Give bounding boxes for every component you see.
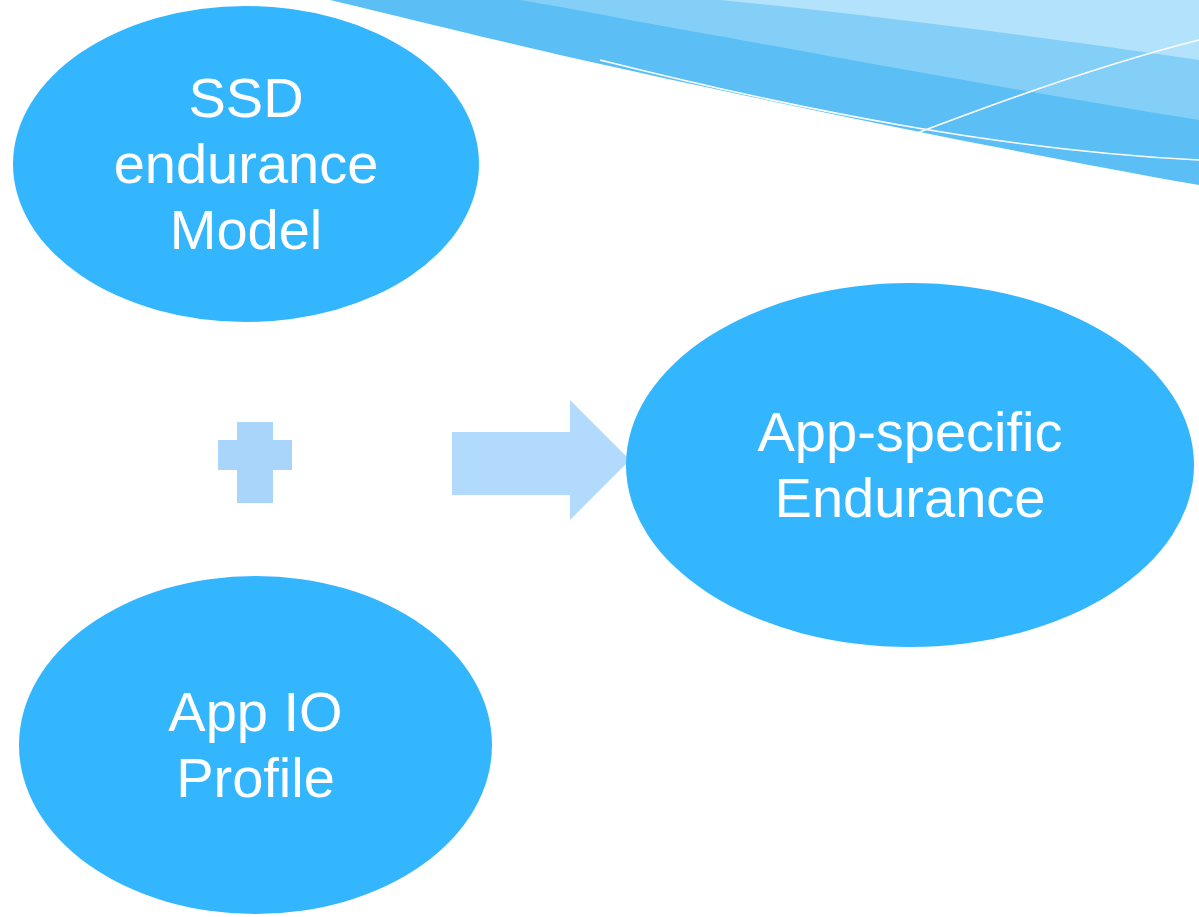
ellipse-shape — [18, 575, 493, 915]
node-label: SSD endurance Model — [86, 65, 406, 263]
plus-sign — [218, 422, 292, 503]
ellipse-fill — [626, 283, 1194, 647]
node-label: App-specific Endurance — [710, 399, 1110, 531]
text-column: App-specific Endurance — [710, 399, 1110, 531]
ellipse-fill — [19, 576, 492, 914]
node-label: App IO Profile — [106, 679, 406, 811]
swoosh-line — [820, 40, 1199, 170]
ellipse-fill — [13, 6, 479, 322]
ellipse-node: SSD endurance Model — [12, 5, 480, 323]
ellipse-node: App-specific Endurance — [625, 282, 1195, 648]
text-column: App IO Profile — [106, 679, 406, 811]
header-swoosh-light — [520, 0, 1199, 120]
text-wrap: App IO Profile — [18, 575, 493, 915]
ellipse-shape — [625, 282, 1195, 648]
block-arrow — [452, 400, 630, 520]
text-column: SSD endurance Model — [86, 65, 406, 263]
header-swoosh-pale — [720, 0, 1199, 60]
text-wrap: App-specific Endurance — [625, 282, 1195, 648]
ellipse-node: App IO Profile — [18, 575, 493, 915]
swoosh-line — [600, 60, 1199, 160]
text-wrap: SSD endurance Model — [12, 5, 480, 323]
